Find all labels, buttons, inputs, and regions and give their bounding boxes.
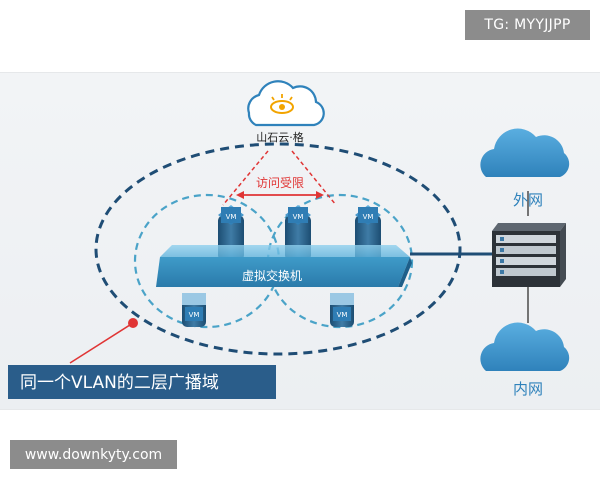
switch-label: 虚拟交换机 — [242, 268, 302, 283]
broadcast-domain-ring — [94, 142, 462, 356]
restriction-label: 访问受限 — [256, 176, 304, 190]
vm-bottom-left: VM — [182, 293, 206, 327]
broadcast-domain-banner — [8, 365, 276, 399]
external-net-label: 外网 — [513, 191, 543, 209]
internal-network-cloud-icon — [480, 322, 570, 371]
broadcast-domain-label: 同一个VLAN的二层广播域 — [20, 373, 219, 393]
platform-cloud-icon — [247, 80, 325, 127]
network-diagram: 山石云·格 访问受限 VM VM — [8, 80, 570, 399]
firewall-device-icon — [492, 223, 566, 287]
platform-label: 山石云·格 — [256, 130, 304, 144]
vm-label: VM — [226, 213, 237, 221]
vm-label: VM — [363, 213, 374, 221]
internal-net-label: 内网 — [513, 380, 543, 398]
restriction-line-right — [291, 150, 337, 206]
watermark-bottom: www.downkyty.com — [10, 440, 177, 469]
vm-label: VM — [293, 213, 304, 221]
restriction-arrow — [236, 191, 324, 199]
vm-bottom-right: VM — [330, 293, 354, 327]
external-network-cloud-icon — [480, 128, 570, 177]
vm-label: VM — [189, 311, 200, 319]
watermark-top: TG: MYYJJPP — [465, 10, 590, 40]
vm-label: VM — [337, 311, 348, 319]
pointer-line — [69, 322, 134, 364]
diagram-panel: 山石云·格 访问受限 VM VM — [0, 72, 600, 410]
virtual-switch — [156, 245, 412, 287]
restriction-line-left — [222, 150, 269, 206]
